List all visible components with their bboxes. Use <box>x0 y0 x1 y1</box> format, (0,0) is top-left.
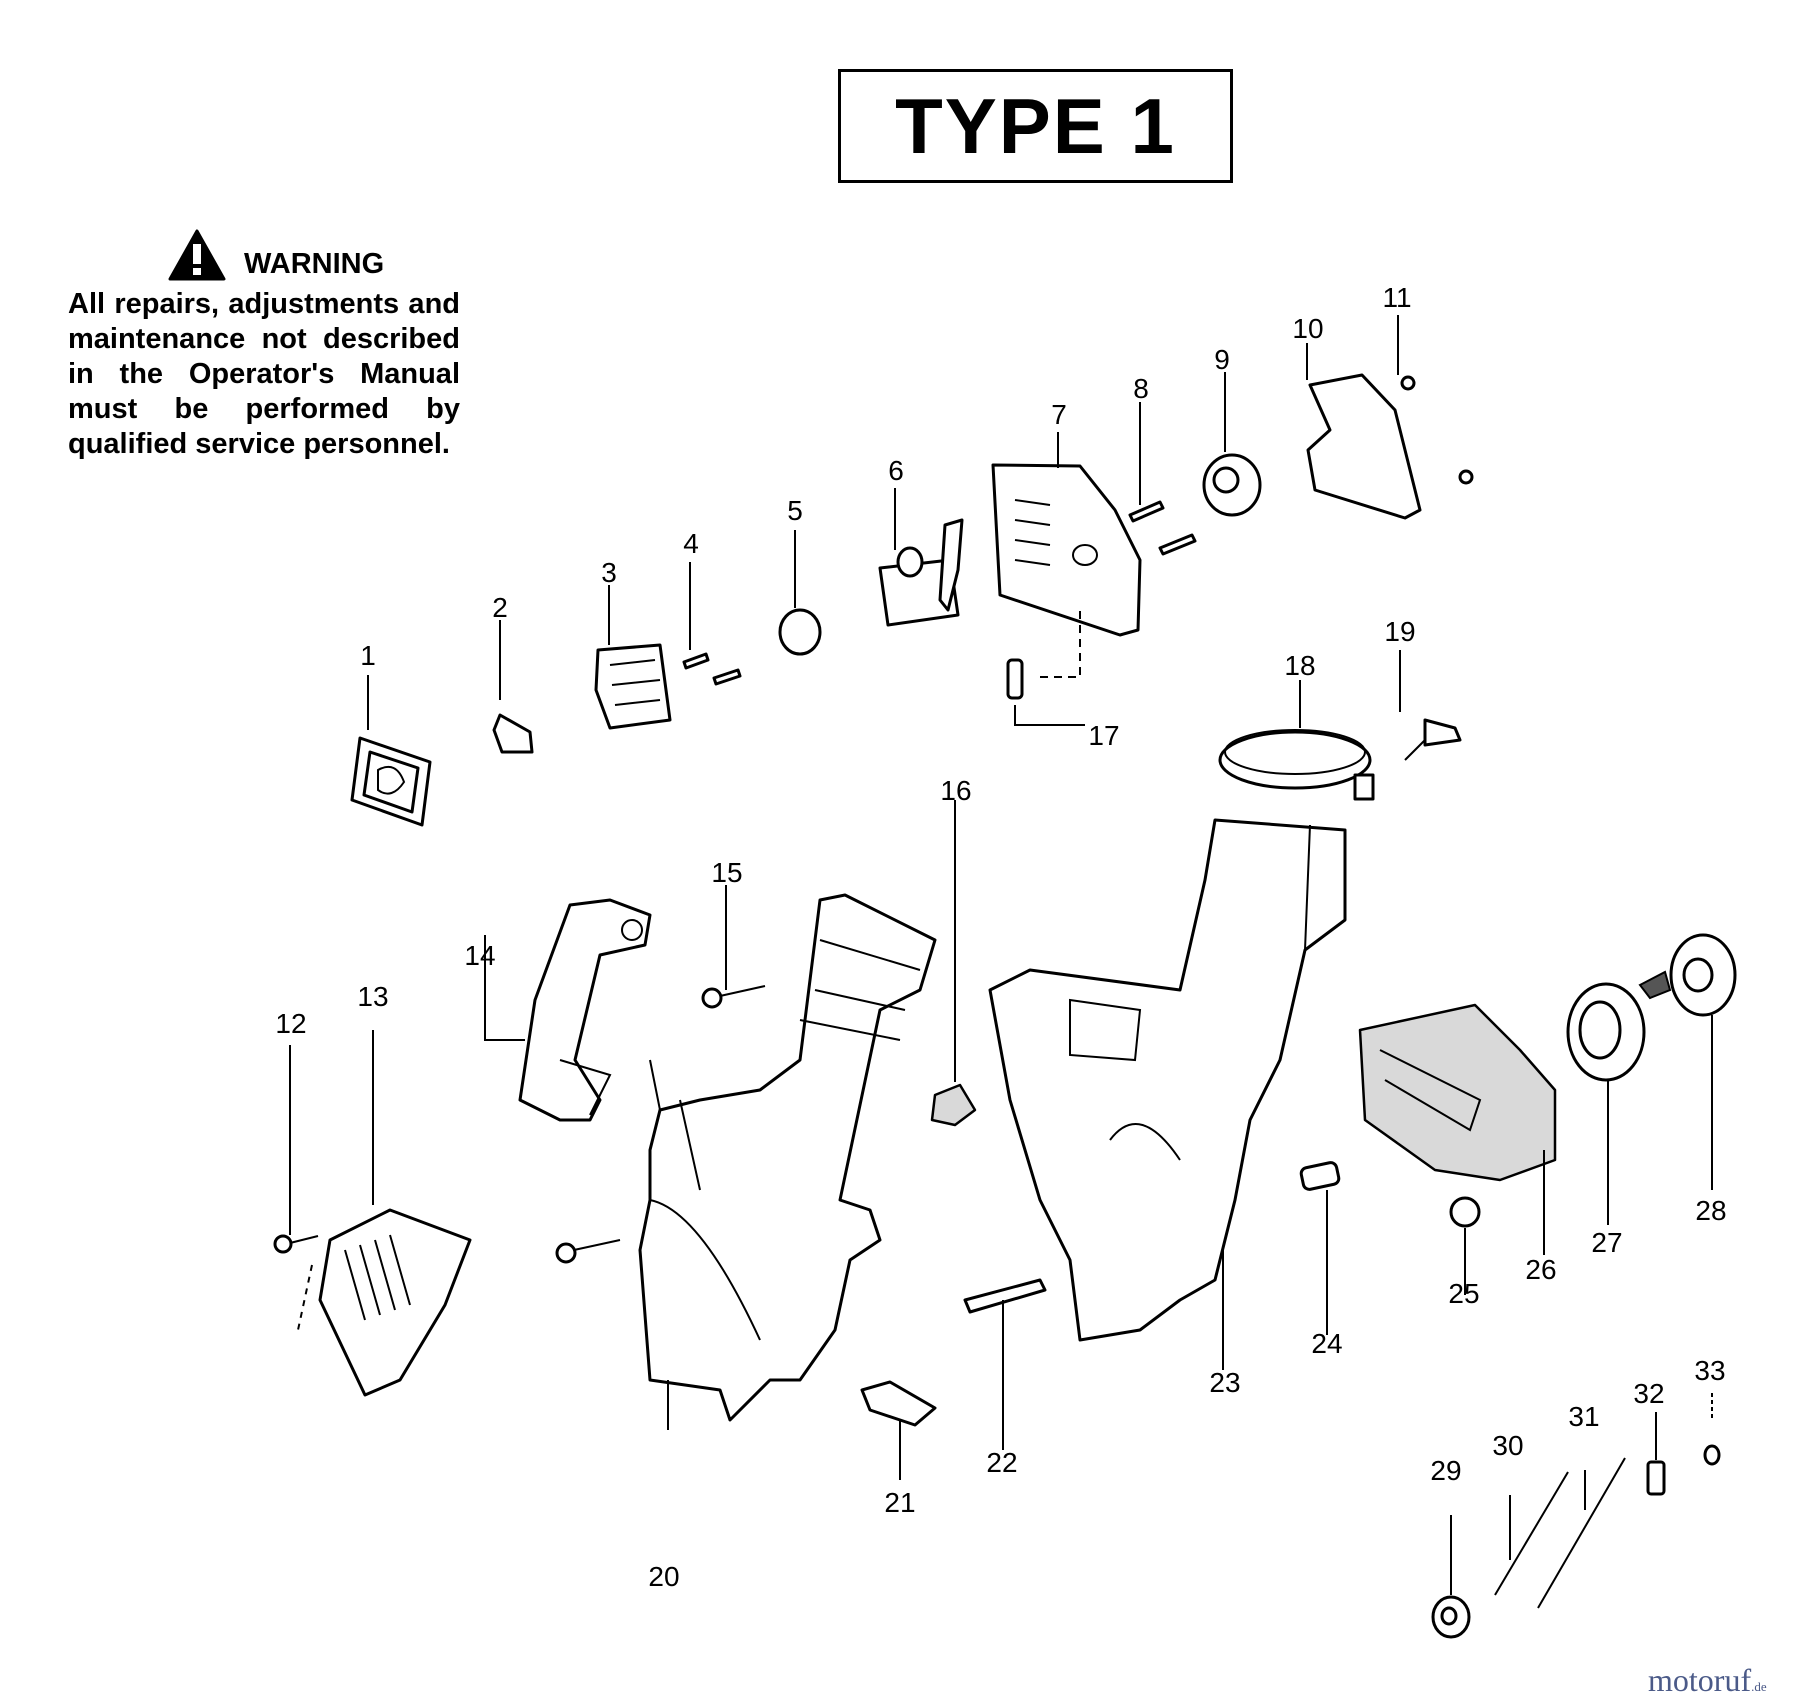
part-3-block <box>594 585 672 730</box>
callout-12: 12 <box>275 1008 306 1039</box>
part-32-filter <box>1646 1412 1666 1496</box>
part-16-fan-wheel <box>930 800 977 1127</box>
part-2-cap <box>492 620 534 754</box>
warning-triangle-icon <box>168 229 226 280</box>
callout-8: 8 <box>1133 373 1149 404</box>
part-23-housing-half <box>988 818 1347 1370</box>
type-title: TYPE 1 <box>895 81 1176 170</box>
callout-26: 26 <box>1525 1254 1556 1285</box>
callout-24: 24 <box>1311 1328 1342 1359</box>
part-12-screw <box>273 1045 319 1331</box>
watermark-suffix: .de <box>1751 1679 1767 1694</box>
callout-27: 27 <box>1591 1227 1622 1258</box>
part-5-disc <box>778 530 822 656</box>
part-22-pin <box>963 1278 1047 1450</box>
callout-16: 16 <box>940 775 971 806</box>
part-7-housing-cover <box>991 432 1142 637</box>
part-24-clip <box>1299 1161 1341 1335</box>
callout-17: 17 <box>1088 720 1119 751</box>
callout-6: 6 <box>888 455 904 486</box>
warning-text: All repairs, adjustments and maintenance… <box>68 288 460 460</box>
warning-block: WARNING All repairs, adjustments and mai… <box>68 228 460 462</box>
part-6-carburetor <box>878 488 964 627</box>
part-11-screws <box>1397 315 1474 485</box>
part-13-cover <box>318 1030 472 1397</box>
part-20-housing-half <box>638 893 937 1430</box>
callout-10: 10 <box>1292 313 1323 344</box>
callout-11: 11 <box>1382 282 1411 313</box>
callout-7: 7 <box>1051 399 1067 430</box>
part-31-tube <box>1537 1457 1626 1609</box>
callout-5: 5 <box>787 495 803 526</box>
watermark-logo: motoruf.de <box>1648 1662 1767 1699</box>
callout-30: 30 <box>1492 1430 1523 1461</box>
callout-31: 31 <box>1568 1401 1599 1432</box>
callout-29: 29 <box>1430 1455 1461 1486</box>
callout-4: 4 <box>683 528 699 559</box>
warning-header: WARNING <box>168 228 460 281</box>
part-14-handle <box>484 898 652 1122</box>
callout-20: 20 <box>648 1561 679 1592</box>
callout-labels: 1 2 3 4 5 6 7 8 9 10 11 12 13 14 15 16 1… <box>275 282 1726 1592</box>
callout-23: 23 <box>1209 1367 1240 1398</box>
part-29-washer <box>1431 1515 1471 1639</box>
part-27-ring <box>1566 982 1646 1225</box>
callout-18: 18 <box>1284 650 1315 681</box>
callout-19: 19 <box>1384 616 1415 647</box>
callout-33: 33 <box>1694 1355 1725 1386</box>
part-4-screws <box>682 562 742 686</box>
type-title-box: TYPE 1 <box>838 69 1233 183</box>
part-25-plug <box>1449 1196 1481 1295</box>
part-9-bushing <box>1202 372 1262 517</box>
callout-28: 28 <box>1695 1195 1726 1226</box>
part-8-screws <box>1128 402 1197 556</box>
callout-25: 25 <box>1448 1278 1479 1309</box>
callout-9: 9 <box>1214 344 1230 375</box>
part-28-cap <box>1638 933 1737 1190</box>
part-33-washer <box>1703 1393 1721 1466</box>
watermark-text: motoruf <box>1648 1662 1752 1698</box>
callout-2: 2 <box>492 592 508 623</box>
callout-15: 15 <box>711 857 742 888</box>
callout-21: 21 <box>884 1487 915 1518</box>
part-1-gasket <box>350 675 432 827</box>
callout-22: 22 <box>986 1447 1017 1478</box>
part-17-pin <box>1006 610 1085 726</box>
part-21-clip <box>860 1380 937 1480</box>
part-19-knob <box>1399 650 1462 761</box>
callout-32: 32 <box>1633 1378 1664 1409</box>
part-15-screws <box>555 885 766 1264</box>
part-26-filter-housing <box>1358 1003 1557 1255</box>
callout-13: 13 <box>357 981 388 1012</box>
warning-title: WARNING <box>244 248 385 280</box>
part-18-band <box>1218 680 1375 801</box>
callout-3: 3 <box>601 557 617 588</box>
part-10-plate <box>1306 343 1422 520</box>
callout-1: 1 <box>360 640 376 671</box>
callout-14: 14 <box>464 940 495 971</box>
part-30-tube <box>1494 1471 1569 1596</box>
